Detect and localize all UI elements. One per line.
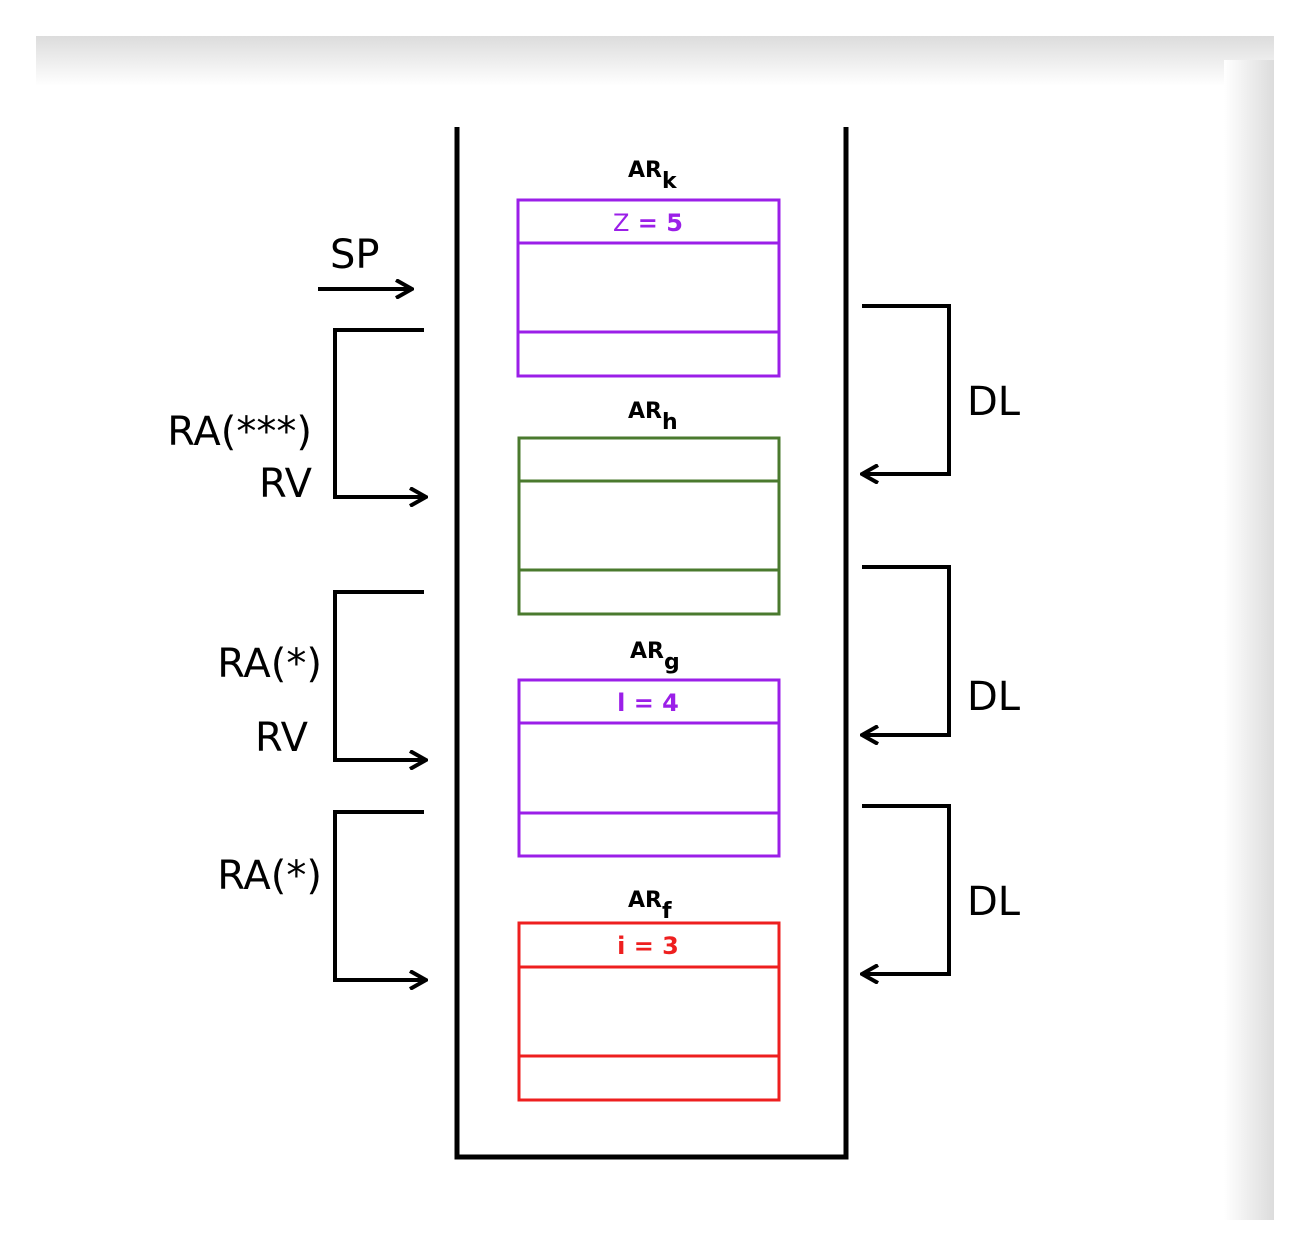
return-value-label: RV xyxy=(255,715,309,761)
activation-record-k: ARk Z = 5 xyxy=(516,158,781,378)
ar-box xyxy=(516,198,781,378)
right-link-1: DL xyxy=(862,304,1021,474)
ar-slot-value: Z = 5 xyxy=(613,209,683,237)
left-link-1: RA(***) RV xyxy=(167,328,426,507)
dynamic-link-label: DL xyxy=(967,379,1021,425)
ar-label: ARk xyxy=(628,158,678,194)
return-address-label: RA(***) xyxy=(167,409,312,455)
activation-record-g: ARg l = 4 xyxy=(517,639,781,858)
page-shadow-top xyxy=(36,36,1274,86)
ar-label: ARg xyxy=(630,639,680,675)
sp-label: SP xyxy=(330,232,380,278)
ar-slot-value: i = 3 xyxy=(617,932,679,960)
page-shadow-right xyxy=(1224,60,1274,1220)
link-bracket xyxy=(333,328,426,497)
dynamic-link-label: DL xyxy=(967,879,1021,925)
dynamic-link-label: DL xyxy=(967,674,1021,720)
ar-box xyxy=(517,678,781,858)
return-address-label: RA(*) xyxy=(217,853,322,899)
stack-container xyxy=(454,127,849,1160)
right-link-2: DL xyxy=(862,565,1021,735)
ar-box xyxy=(517,436,781,616)
return-value-label: RV xyxy=(259,461,313,507)
link-bracket xyxy=(333,590,426,760)
link-bracket xyxy=(862,304,951,474)
ar-box xyxy=(517,921,781,1102)
link-bracket xyxy=(862,565,951,735)
activation-record-h: ARh xyxy=(517,399,781,616)
left-link-2: RA(*) RV xyxy=(217,590,426,761)
ar-label: ARh xyxy=(628,399,678,435)
right-link-3: DL xyxy=(862,804,1021,974)
left-link-3: RA(*) xyxy=(217,810,426,980)
ar-label: ARf xyxy=(628,888,672,924)
activation-record-f: ARf i = 3 xyxy=(517,888,781,1102)
link-bracket xyxy=(333,810,426,980)
link-bracket xyxy=(862,804,951,974)
return-address-label: RA(*) xyxy=(217,641,322,687)
ar-slot-value: l = 4 xyxy=(617,689,679,717)
